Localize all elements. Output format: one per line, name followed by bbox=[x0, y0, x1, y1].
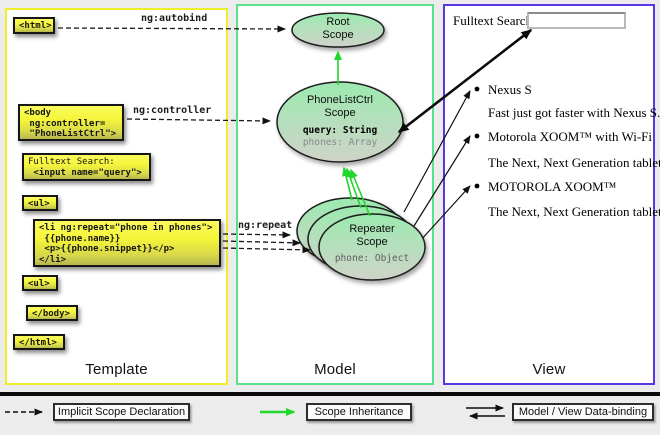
code-text: Fulltext Search: bbox=[28, 157, 115, 167]
model-panel-title: Model bbox=[314, 361, 356, 378]
scope-prop-phone: phone: Object bbox=[334, 253, 410, 264]
phonelistctrl-scope-label: PhoneListCtrl Scope query: String phones… bbox=[278, 94, 402, 149]
list-item-name: MOTOROLA XOOM™ bbox=[488, 179, 617, 194]
code-box-html-open: <html> bbox=[13, 17, 55, 34]
legend-binding-arrows bbox=[466, 404, 505, 420]
scope-title: Root bbox=[326, 16, 350, 28]
code-text: <ul> bbox=[28, 199, 50, 209]
scope-prop-phones: phones: Array bbox=[302, 137, 378, 148]
model-panel bbox=[236, 4, 434, 385]
code-box-ul-open: <ul> bbox=[22, 195, 58, 211]
code-text: <html> bbox=[19, 21, 52, 31]
fulltext-search-label: Fulltext Search: bbox=[453, 13, 536, 28]
code-box-ul-close: <ul> bbox=[22, 275, 58, 291]
root-scope-label: Root Scope bbox=[293, 16, 383, 42]
scope-prop-query: query: String bbox=[302, 125, 378, 136]
scope-subtitle: Scope bbox=[324, 107, 356, 119]
list-item-name: Motorola XOOM™ with Wi-Fi bbox=[488, 129, 653, 144]
list-item-snippet: The Next, Next Generation tablet. bbox=[488, 155, 660, 170]
code-text: <input name="query"> bbox=[28, 167, 142, 178]
list-item-snippet: The Next, Next Generation tablet. bbox=[488, 204, 660, 219]
list-item-snippet: Fast just got faster with Nexus S. bbox=[488, 105, 660, 120]
code-box-body-close: </body> bbox=[26, 305, 78, 321]
scope-subtitle: Scope bbox=[322, 29, 354, 41]
code-box-li-repeat: <li ng:repeat="phone in phones"> {{phone… bbox=[33, 219, 221, 267]
code-text: "PhoneListCtrl"> bbox=[24, 129, 117, 139]
code-text: <body bbox=[24, 108, 52, 118]
scope-title: PhoneListCtrl bbox=[306, 94, 374, 106]
ng-controller-label: ng:controller bbox=[133, 105, 212, 116]
repeater-scope-label: Repeater Scope phone: Object bbox=[322, 223, 422, 265]
legend-binding-label: Model / View Data-binding bbox=[512, 403, 654, 421]
legend-separator bbox=[0, 392, 660, 396]
fulltext-search-input[interactable] bbox=[527, 12, 626, 29]
template-panel-title: Template bbox=[85, 361, 148, 378]
code-box-html-close: </html> bbox=[13, 334, 65, 350]
code-box-body-open: <body ng:controller= "PhoneListCtrl"> bbox=[18, 104, 124, 141]
code-text: {{phone.name}} bbox=[39, 233, 121, 244]
code-text: </html> bbox=[19, 338, 57, 348]
code-text: </li> bbox=[39, 254, 67, 265]
code-text: <ul> bbox=[28, 279, 50, 289]
code-text: ng:controller= bbox=[24, 118, 106, 129]
legend-inheritance-label: Scope Inheritance bbox=[306, 403, 412, 421]
scope-subtitle: Scope bbox=[356, 236, 388, 248]
list-item-name: Nexus S bbox=[488, 82, 532, 97]
ng-autobind-label: ng:autobind bbox=[141, 13, 208, 24]
legend-implicit-label: Implicit Scope Declaration bbox=[53, 403, 190, 421]
code-text: </body> bbox=[32, 309, 70, 319]
code-text: <li ng:repeat="phone in phones"> bbox=[39, 223, 213, 233]
code-text: <p>{{phone.snippet}}</p> bbox=[39, 244, 175, 254]
ng-repeat-label: ng:repeat bbox=[238, 220, 293, 231]
code-box-fulltext-search: Fulltext Search: <input name="query"> bbox=[22, 153, 151, 181]
view-panel-title: View bbox=[532, 361, 566, 378]
scope-title: Repeater bbox=[349, 223, 395, 235]
